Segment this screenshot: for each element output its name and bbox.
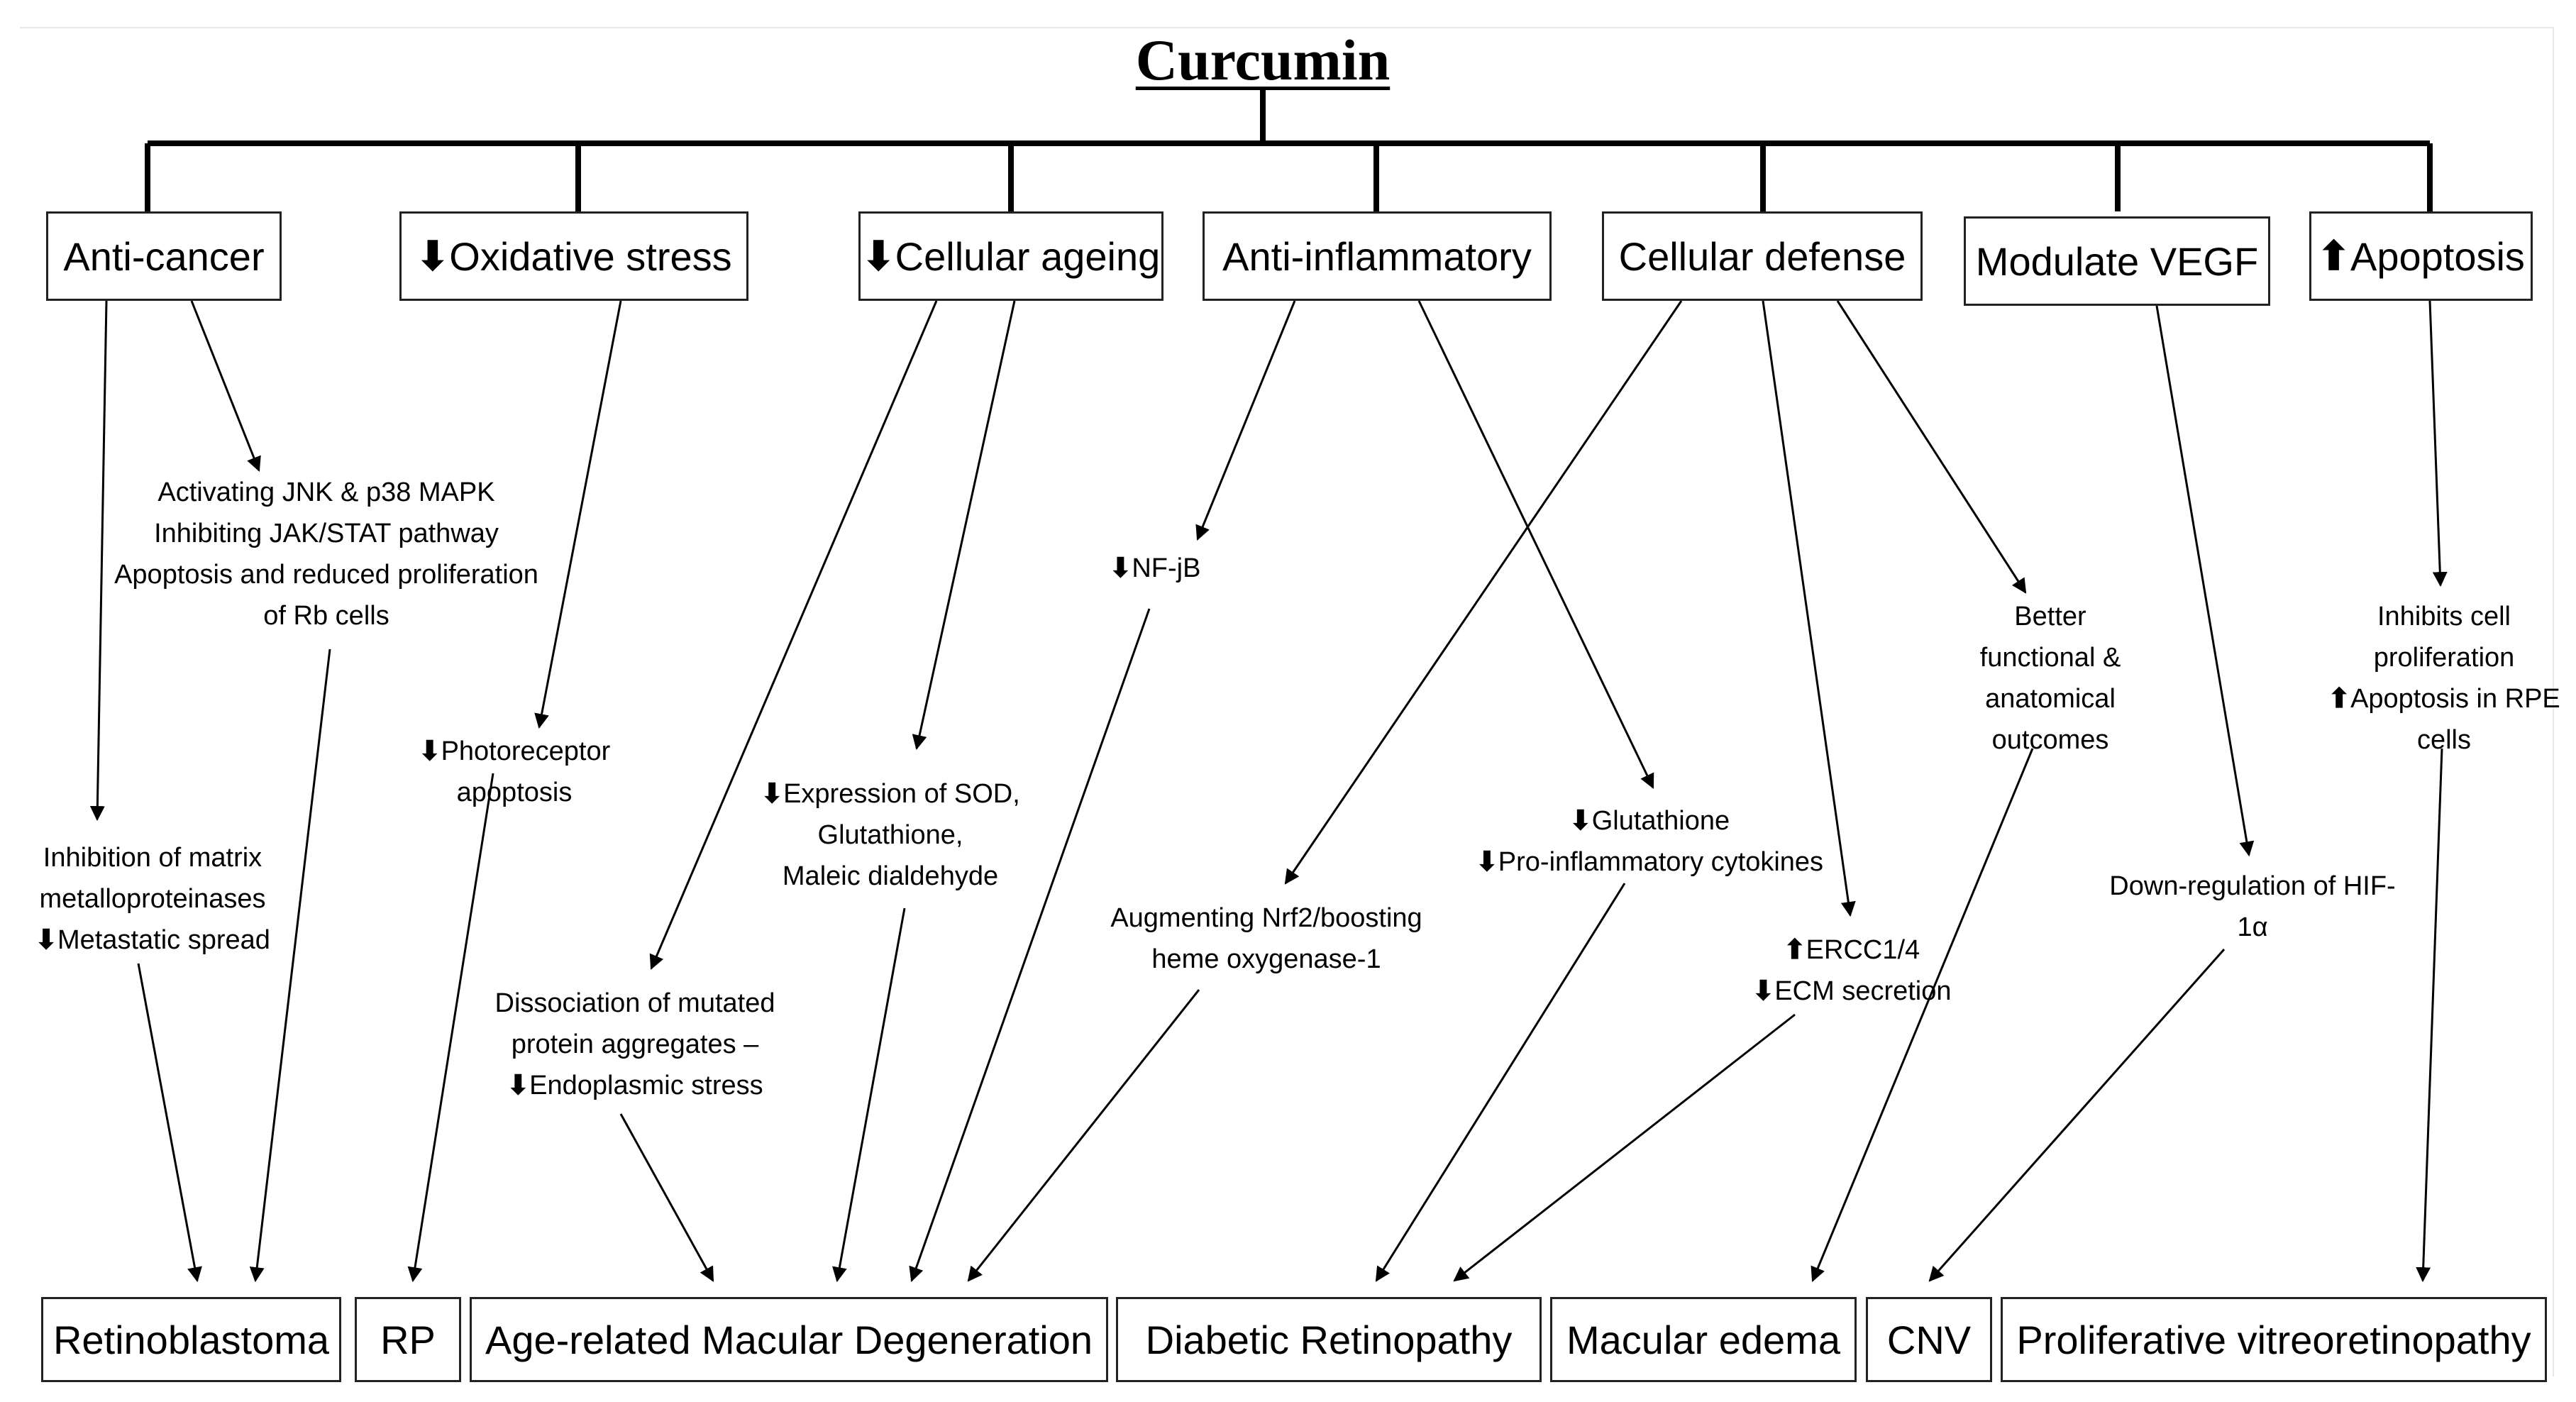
- connector-arrow-11: [1195, 300, 1296, 541]
- connector-arrow-24: [2416, 748, 2443, 1283]
- frame-border: [20, 27, 2554, 1376]
- connector-arrow-16: [1836, 300, 2027, 594]
- disease-macular-edema: Macular edema: [1550, 1297, 1857, 1382]
- connector-arrow-13: [1417, 300, 1654, 789]
- mechanism-cellular-ageing: ⬇Cellular ageing: [858, 211, 1163, 301]
- connector-arrow-21: [2155, 305, 2255, 857]
- disease-rp: RP: [355, 1297, 461, 1382]
- effect-jnk-mapk: Activating JNK & p38 MAPK Inhibiting JAK…: [114, 478, 538, 631]
- mechanism-modulate-vegf: Modulate VEGF: [1964, 216, 2270, 306]
- connector-arrow-4: [137, 963, 202, 1283]
- effect-matrix-mmp: Inhibition of matrix metalloproteinases …: [35, 843, 270, 955]
- effect-nf-jb: ⬇NF-jB: [1109, 553, 1201, 583]
- connector-arrow-20: [1811, 748, 2034, 1282]
- connector-arrow-8: [912, 300, 1016, 751]
- connector-arrow-23: [2428, 300, 2448, 587]
- effect-hif: Down-regulation of HIF- 1α: [2109, 871, 2396, 942]
- mechanism-apoptosis: ⬆Apoptosis: [2309, 211, 2533, 301]
- effect-photoreceptor: ⬇Photoreceptor apoptosis: [418, 736, 611, 807]
- connector-arrow-5: [534, 300, 622, 729]
- disease-diabetic-retinopathy: Diabetic Retinopathy: [1116, 1297, 1542, 1382]
- mechanism-cellular-defense: Cellular defense: [1602, 211, 1923, 301]
- connector-arrow-19: [1453, 1013, 1796, 1282]
- connector-arrow-3: [249, 648, 331, 1283]
- effect-nrf2: Augmenting Nrf2/boosting heme oxygenase-…: [1110, 903, 1422, 974]
- connector-arrow-10: [832, 907, 906, 1283]
- connector-arrow-15: [1762, 300, 1856, 917]
- disease-amd: Age-related Macular Degeneration: [470, 1297, 1108, 1382]
- mechanism-oxidative-stress: ⬇Oxidative stress: [399, 211, 748, 301]
- disease-retinoblastoma: Retinoblastoma: [41, 1297, 341, 1382]
- mechanism-anti-cancer: Anti-cancer: [46, 211, 282, 301]
- connector-arrow-18: [1375, 883, 1626, 1282]
- diagram-title: Curcumin: [1135, 28, 1391, 92]
- connector-arrow-1: [89, 300, 108, 822]
- connector-arrow-17: [967, 989, 1200, 1282]
- connector-arrow-12: [909, 608, 1151, 1282]
- disease-pvr: Proliferative vitreoretinopathy: [2001, 1297, 2547, 1382]
- connector-arrow-22: [1928, 949, 2226, 1282]
- connector-arrow-9: [619, 1113, 714, 1282]
- effect-glutathione: ⬇Glutathione ⬇Pro-inflammatory cytokines: [1475, 806, 1824, 877]
- effect-protein-aggregates: Dissociation of mutated protein aggregat…: [494, 988, 775, 1100]
- effect-better-outcomes: Better functional & anatomical outcomes: [1979, 602, 2121, 755]
- mechanism-anti-inflammatory: Anti-inflammatory: [1203, 211, 1552, 301]
- effect-sod-expression: ⬇Expression of SOD, Glutathione, Maleic …: [761, 779, 1020, 891]
- effect-rpe: Inhibits cell proliferation ⬆Apoptosis i…: [2328, 602, 2560, 755]
- disease-cnv: CNV: [1866, 1297, 1992, 1382]
- effect-ercc: ⬆ERCC1/4 ⬇ECM secretion: [1752, 935, 1952, 1006]
- connector-arrow-14: [1284, 300, 1683, 885]
- connector-arrow-7: [649, 300, 938, 970]
- connector-arrow-6: [407, 773, 494, 1283]
- connector-arrow-2: [190, 300, 261, 472]
